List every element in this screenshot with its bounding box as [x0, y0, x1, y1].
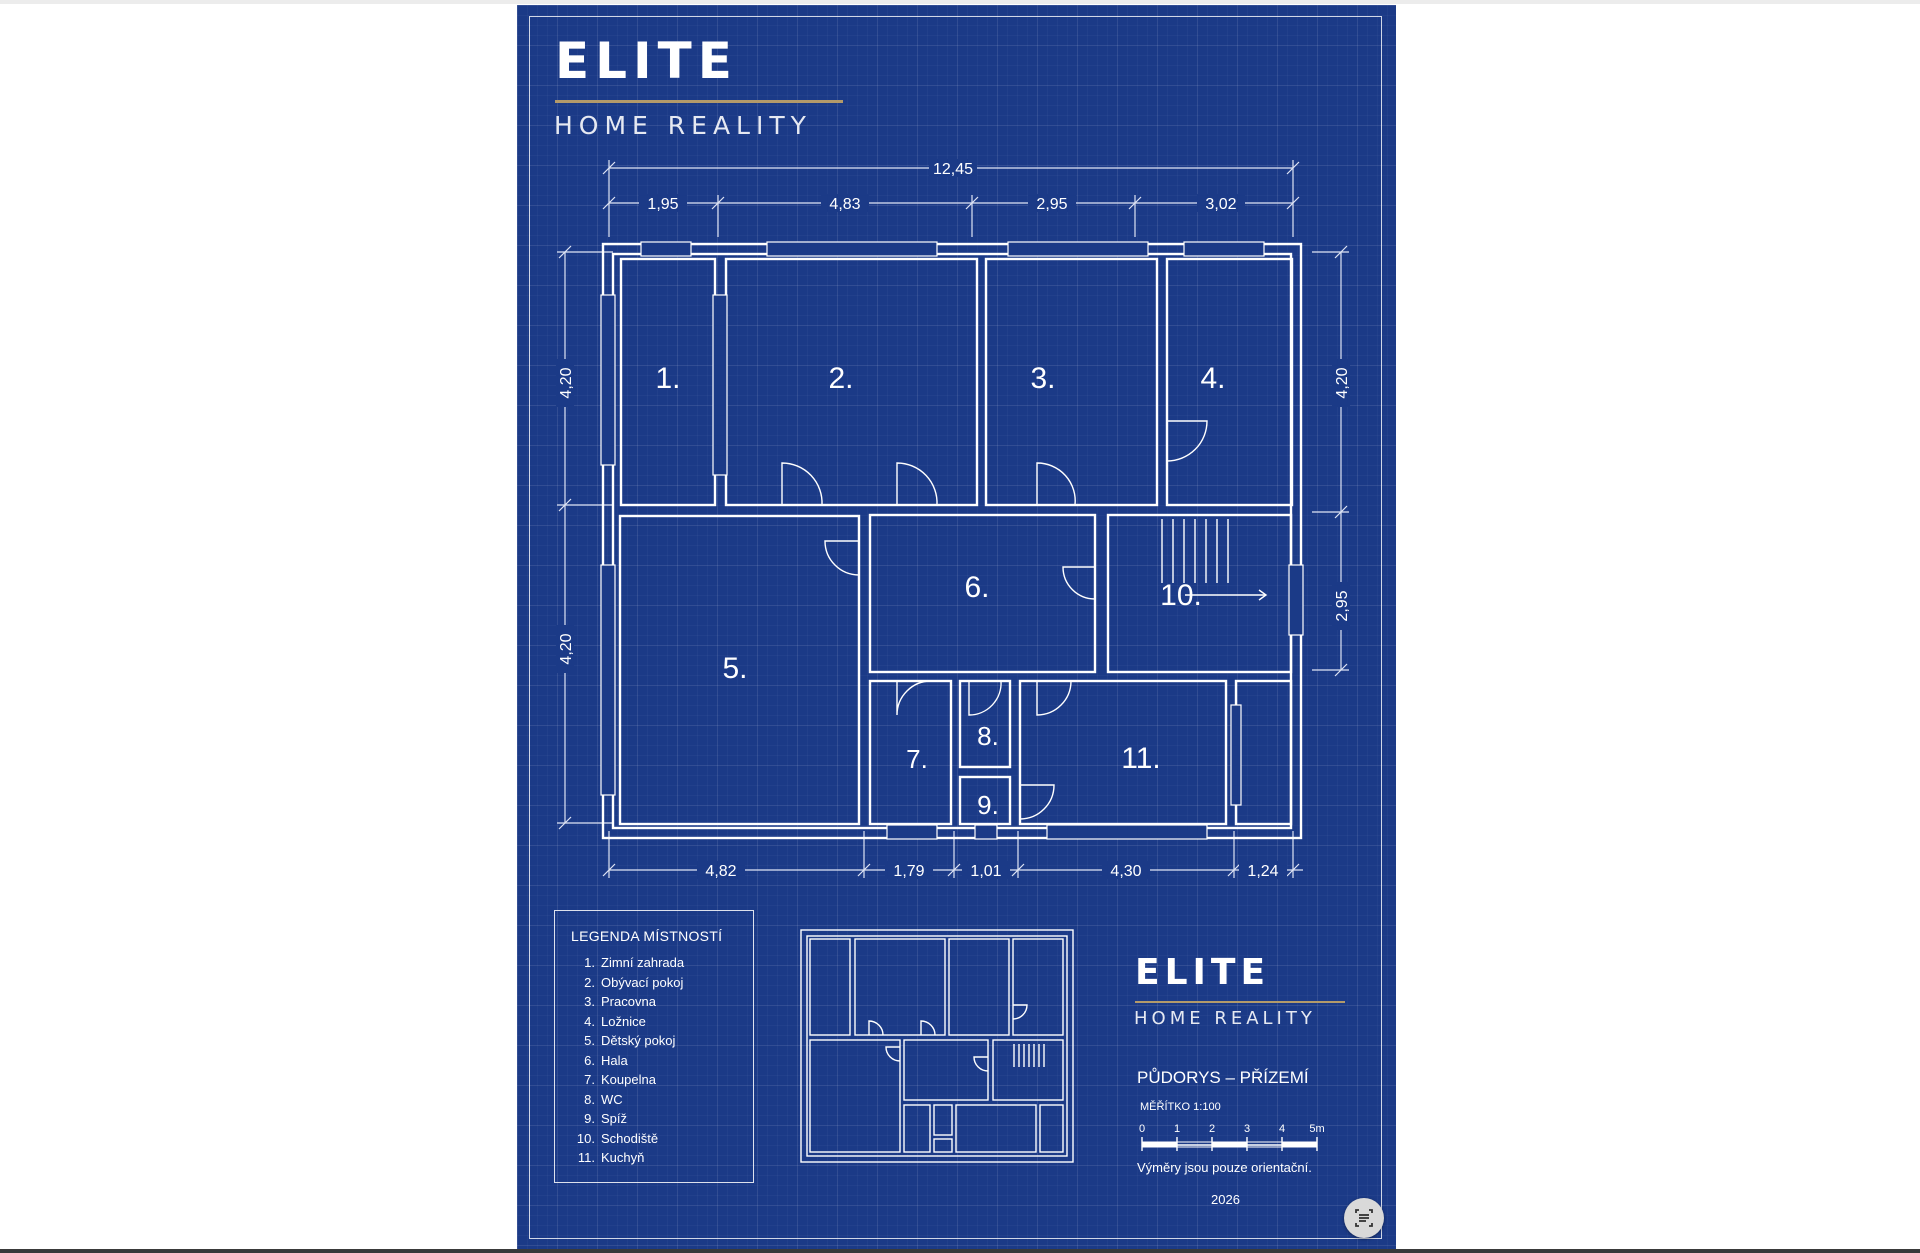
brand-wordmark-small: ELITE — [1135, 952, 1271, 993]
dim-bottom-1: 4,82 — [705, 863, 736, 880]
legend-title: LEGENDA MÍSTNOSTÍ — [571, 928, 723, 944]
brand-subtitle-small: HOME REALITY — [1134, 1008, 1316, 1029]
dimension-lines-top — [602, 160, 1300, 237]
legend-item-label: Zimní zahrada — [601, 955, 685, 970]
stairs — [1161, 519, 1268, 601]
dim-top-3: 2,95 — [1036, 196, 1067, 213]
brand-gold-line-small — [1135, 1001, 1345, 1003]
legend-item-num: 11. — [577, 1150, 595, 1165]
legend-item-label: Ložnice — [601, 1013, 646, 1029]
dim-bottom-5: 1,24 — [1247, 863, 1278, 880]
scale-tick-1: 1 — [1174, 1123, 1180, 1135]
legend-item-num: 1. — [584, 955, 595, 970]
plan-title: PŮDORYS – PŘÍZEMÍ — [1137, 1068, 1309, 1087]
legend-item-label: Koupelna — [601, 1072, 656, 1087]
sheet-border — [529, 16, 1382, 1239]
scale-tick-4: 4 — [1279, 1123, 1285, 1135]
dim-left-1: 4,20 — [558, 367, 575, 398]
room-label-3: 3. — [1030, 362, 1055, 395]
legend-item-label: Obývací pokoj — [601, 974, 684, 990]
legend-item-label: Schodiště — [601, 1130, 659, 1146]
text-scan-button[interactable] — [1344, 1198, 1384, 1238]
legend-item-label: Kuchyň — [601, 1150, 645, 1165]
dim-bottom-4: 4,30 — [1110, 863, 1141, 880]
dim-right-2: 2,95 — [1334, 590, 1351, 621]
plan-year: 2026 — [1211, 1192, 1240, 1207]
dim-bottom-2: 1,79 — [893, 863, 924, 880]
brand-subtitle: HOME REALITY — [554, 111, 812, 140]
dim-left-2: 4,20 — [558, 633, 575, 664]
legend-item-label: Dětský pokoj — [601, 1033, 676, 1048]
mini-floor-plan — [800, 929, 1074, 1163]
legend-item-num: 10. — [576, 1130, 595, 1146]
scale-tick-5: 5m — [1309, 1123, 1324, 1135]
disclaimer-text: Výměry jsou pouze orientační. — [1137, 1160, 1312, 1175]
scale-bar — [1141, 1137, 1318, 1151]
dim-bottom-3: 1,01 — [970, 863, 1001, 880]
dim-top-4: 3,02 — [1205, 196, 1236, 213]
legend-item-label: WC — [601, 1091, 623, 1107]
floor-plan-drawing: .w { stroke: #ffffff; stroke-width: 2.4;… — [556, 159, 1351, 1163]
room-label-8: 8. — [977, 721, 999, 751]
legend-item-num: 9. — [584, 1111, 595, 1126]
scale-tick-2: 2 — [1209, 1123, 1215, 1135]
legend-item-num: 7. — [584, 1072, 595, 1087]
room-label-11: 11. — [1121, 742, 1160, 775]
text-scan-icon — [1355, 1209, 1373, 1227]
room-label-5: 5. — [722, 652, 747, 685]
dim-top-1: 1,95 — [647, 196, 678, 213]
legend-item-label: Spíž — [601, 1111, 628, 1126]
room-label-9: 9. — [977, 790, 999, 820]
top-edge — [0, 0, 1920, 4]
dim-top-2: 4,83 — [829, 196, 860, 213]
legend-item-num: 3. — [584, 994, 595, 1009]
dim-overall-width: 12,45 — [933, 161, 973, 178]
legend-item-label: Pracovna — [601, 994, 656, 1009]
room-label-10: 10. — [1160, 579, 1202, 612]
brand-wordmark: ELITE — [555, 32, 738, 90]
legend-item-label: Hala — [601, 1052, 628, 1068]
legend-item-num: 8. — [584, 1091, 595, 1107]
room-label-2: 2. — [828, 362, 853, 395]
floor-plan-sheet: ELITE HOME REALITY .w { stroke: #ffffff;… — [517, 5, 1396, 1253]
room-label-7: 7. — [906, 744, 928, 774]
doors — [781, 420, 1208, 820]
scale-label: MĚŘÍTKO 1:100 — [1140, 1101, 1221, 1113]
scale-tick-3: 3 — [1244, 1123, 1250, 1135]
dim-right-1: 4,20 — [1334, 367, 1351, 398]
brand-gold-line — [555, 100, 843, 103]
room-label-4: 4. — [1200, 362, 1225, 395]
room-legend: LEGENDA MÍSTNOSTÍ 1. Zimní zahrada 2. Ob… — [554, 910, 754, 1183]
legend-item-num: 6. — [584, 1052, 595, 1068]
scale-tick-0: 0 — [1139, 1123, 1145, 1135]
walls — [601, 242, 1303, 840]
legend-item-num: 5. — [584, 1033, 595, 1048]
legend-item-num: 4. — [584, 1013, 595, 1029]
bottom-edge — [0, 1249, 1920, 1253]
windows — [600, 241, 1304, 840]
room-label-1: 1. — [655, 362, 680, 395]
room-label-6: 6. — [964, 571, 989, 604]
legend-item-num: 2. — [584, 974, 595, 990]
